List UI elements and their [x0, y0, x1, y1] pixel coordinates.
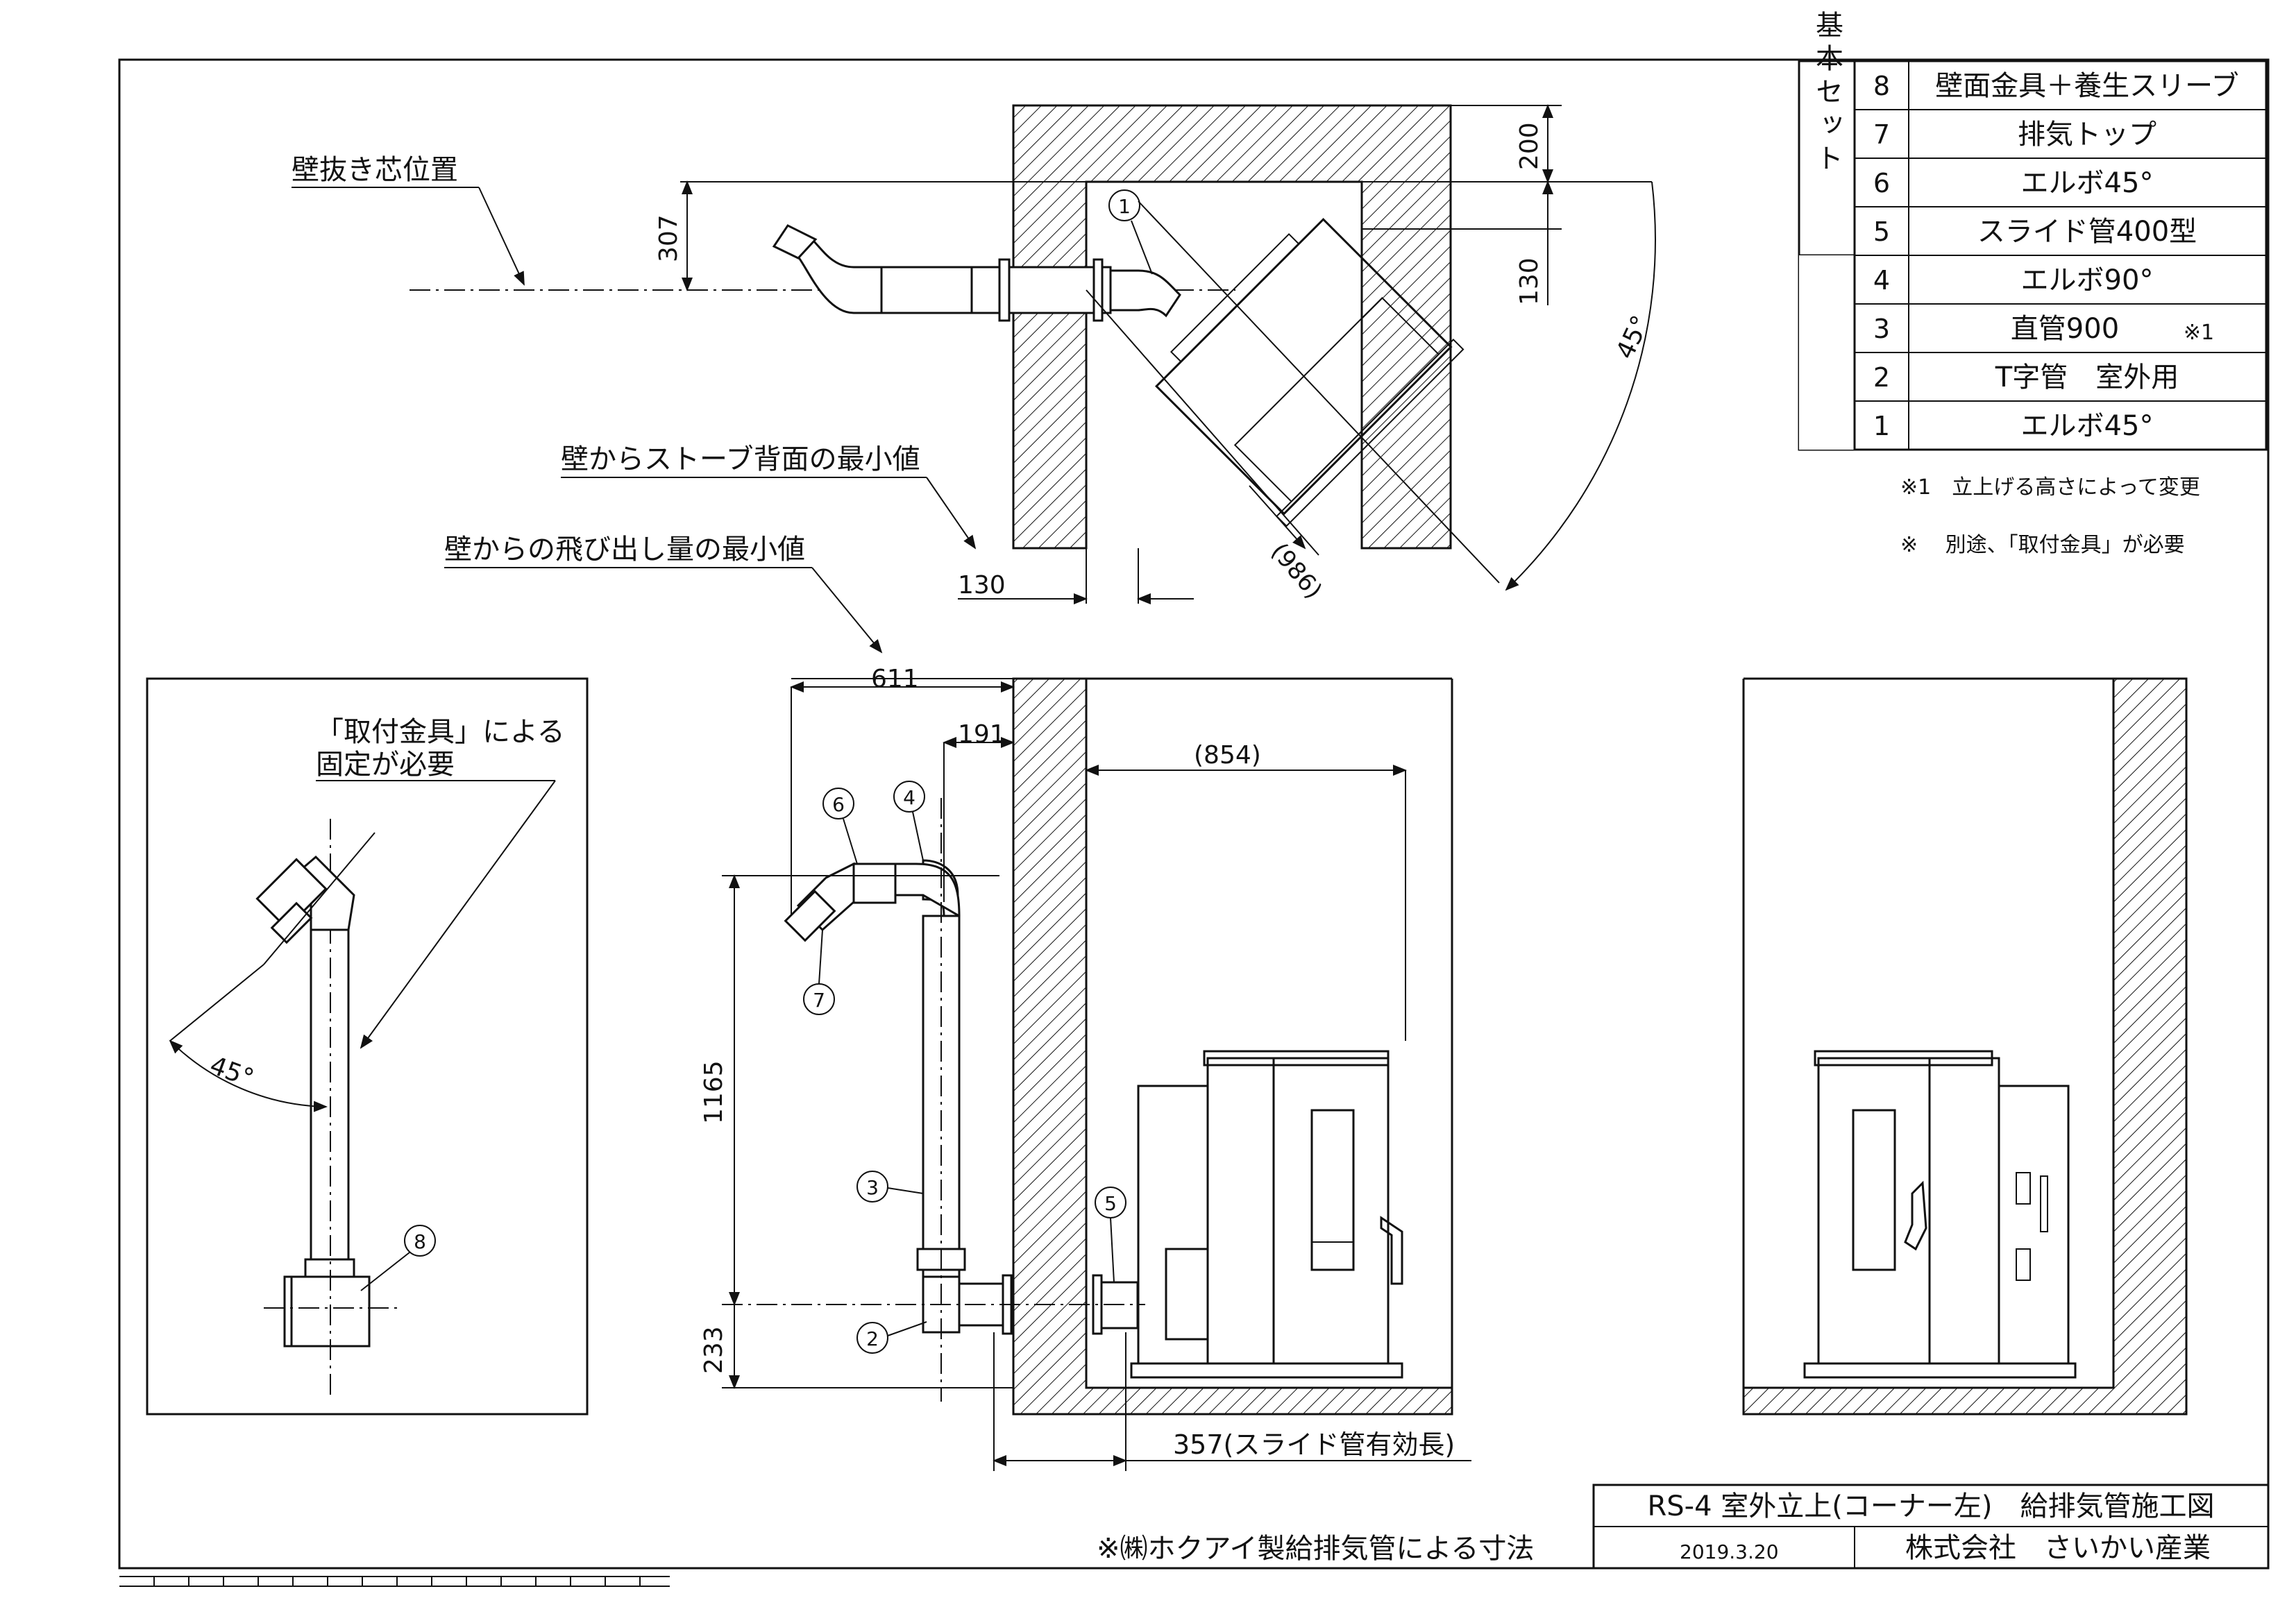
parts-table: 基本セット 8 壁面金具＋養生スリーブ 7 排気トップ 6 エルボ45° 5 ス…	[1798, 10, 2268, 557]
balloon-7: 7	[813, 989, 825, 1012]
dim-191: 191	[958, 720, 1006, 749]
balloon-2: 2	[866, 1327, 879, 1350]
part-name-7: 排気トップ	[2018, 119, 2156, 151]
part-name-3: 直管900	[2011, 313, 2119, 345]
part-no-8: 8	[1873, 71, 1890, 101]
balloon-6: 6	[832, 793, 845, 816]
part-note-3: ※1	[2184, 321, 2214, 345]
label-min-projection: 壁からの飛び出し量の最小値	[444, 534, 805, 566]
label-wall-core-position: 壁抜き芯位置	[292, 154, 458, 186]
part-no-1: 1	[1873, 411, 1890, 441]
part-no-4: 4	[1873, 265, 1890, 296]
part-name-1: エルボ45°	[2021, 410, 2154, 442]
balloon-8: 8	[414, 1230, 426, 1253]
dim-986: (986)	[1265, 538, 1327, 604]
part-name-5: スライド管400型	[1977, 216, 2197, 248]
footnote-1: ※1 立上げる高さによって変更	[1900, 475, 2200, 500]
part-no-6: 6	[1873, 168, 1890, 198]
left-detail-view: 「取付金具」による 固定が必要 45° 8	[146, 677, 589, 1416]
company-name: 株式会社 さいかい産業	[1905, 1532, 2211, 1564]
leader-labels: 壁抜き芯位置 壁からストーブ背面の最小値 壁からの飛び出し量の最小値	[292, 154, 977, 654]
dim-1165: 1165	[700, 1060, 728, 1124]
part-no-3: 3	[1873, 314, 1890, 344]
drawing-frame	[118, 58, 2270, 1570]
part-name-6: エルボ45°	[2021, 167, 2154, 199]
balloon-4: 4	[903, 786, 915, 809]
dim-angle-left: 45°	[206, 1051, 258, 1093]
dim-611: 611	[871, 665, 919, 693]
part-no-2: 2	[1873, 362, 1890, 393]
dim-307: 307	[655, 214, 683, 262]
dim-854: (854)	[1194, 741, 1261, 770]
center-elevation-view: 611 191 (854) 1165 233 357(スライド管有効長) 6 4…	[700, 665, 1471, 1471]
plan-view: 200 130 307 45° (986) 130 1	[410, 104, 1656, 604]
scale-ruler	[119, 1576, 670, 1587]
right-elevation-view	[1742, 677, 2188, 1416]
stove-front	[1130, 1050, 1403, 1379]
dim-357: 357(スライド管有効長)	[1173, 1429, 1455, 1460]
label-min-wall-to-back: 壁からストーブ背面の最小値	[561, 443, 920, 475]
part-name-8: 壁面金具＋養生スリーブ	[1935, 70, 2239, 102]
balloon-5: 5	[1104, 1192, 1117, 1215]
parts-group-label: 基本セット	[1811, 10, 1843, 177]
drawing-date: 2019.3.20	[1680, 1540, 1779, 1563]
dim-130-bottom: 130	[958, 571, 1006, 600]
part-no-7: 7	[1873, 119, 1890, 150]
dim-233: 233	[700, 1326, 728, 1374]
balloon-1: 1	[1118, 195, 1131, 218]
footnote-2: ※ 別途、「取付金具」が必要	[1900, 533, 2185, 557]
part-name-4: エルボ90°	[2021, 264, 2154, 296]
title-block: RS-4 室外立上(コーナー左) 給排気管施工図 2019.3.20 株式会社 …	[1592, 1484, 2270, 1570]
dim-130-right: 130	[1515, 257, 1544, 305]
dim-200: 200	[1515, 122, 1544, 170]
part-no-5: 5	[1873, 216, 1890, 247]
stove-side	[1803, 1050, 2077, 1379]
drawing-title: RS-4 室外立上(コーナー左) 給排気管施工図	[1648, 1490, 2215, 1522]
part-name-2: T字管 室外用	[1995, 362, 2179, 393]
balloon-3: 3	[866, 1176, 879, 1199]
label-bracket-note-2: 固定が必要	[316, 749, 455, 781]
label-bracket-note-1: 「取付金具」による	[316, 716, 565, 748]
manufacturer-note: ※㈱ホクアイ製給排気管による寸法	[1097, 1533, 1534, 1565]
